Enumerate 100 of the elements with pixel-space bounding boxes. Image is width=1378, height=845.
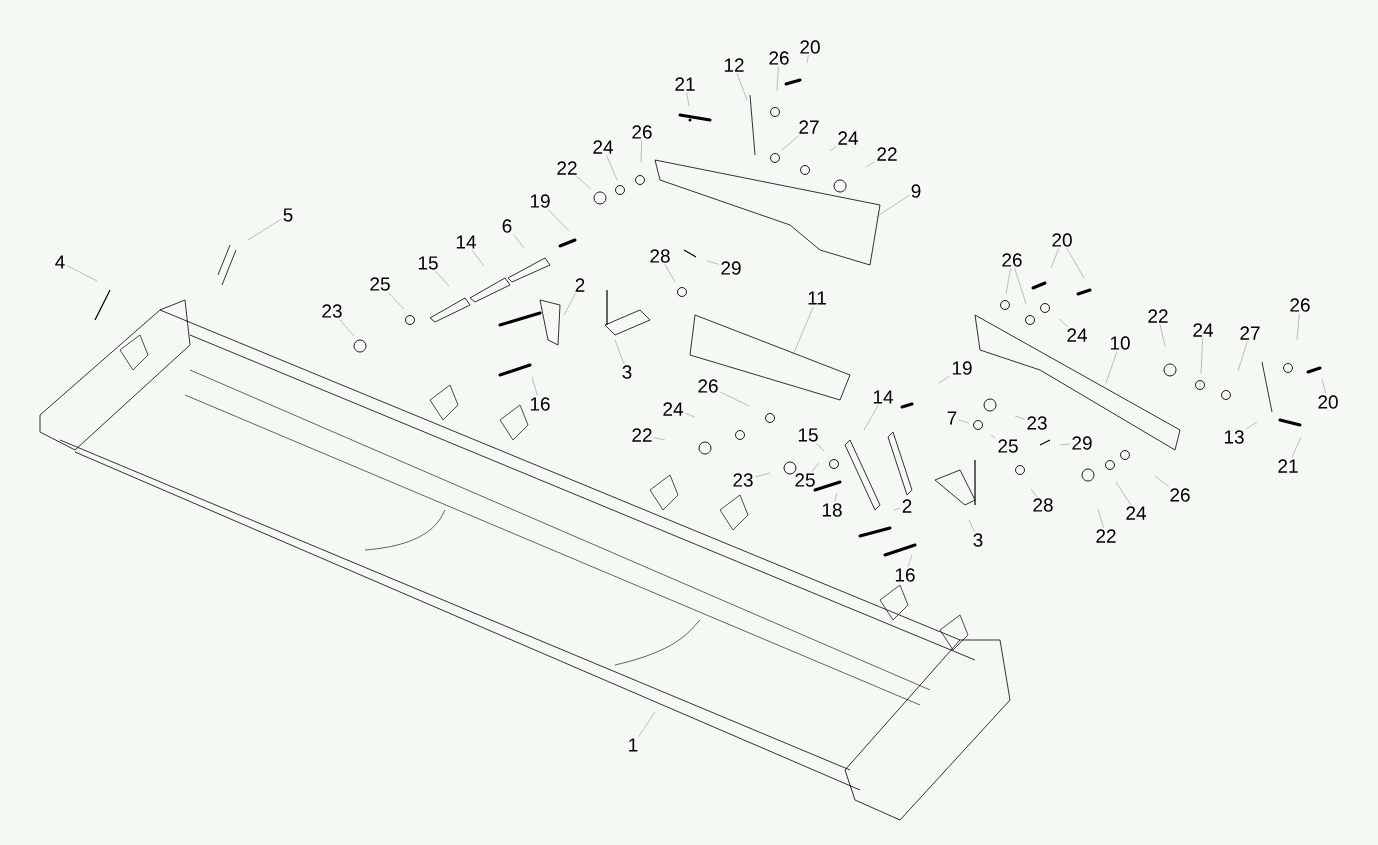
leader-line <box>1200 338 1203 375</box>
leader-line <box>1058 318 1068 327</box>
leader-line <box>685 413 696 418</box>
callout-number: 24 <box>1193 323 1213 337</box>
callout-number: 3 <box>973 533 983 547</box>
callout-number: 26 <box>1002 253 1022 267</box>
callout-number: 16 <box>895 568 915 582</box>
callout-number: 14 <box>456 235 476 249</box>
callout-number: 29 <box>721 261 741 275</box>
callout-number: 23 <box>1027 416 1047 430</box>
leader-line <box>781 135 800 151</box>
callout-number: 1 <box>629 738 638 752</box>
leader-line <box>387 292 405 310</box>
leader-line <box>576 176 592 190</box>
callout-number: 21 <box>675 77 695 91</box>
callout-number: 26 <box>632 125 652 139</box>
leader-line <box>638 711 656 737</box>
callout-number: 2 <box>902 499 912 513</box>
leader-line <box>938 375 950 384</box>
callout-number: 16 <box>530 397 550 411</box>
leader-line <box>640 140 642 163</box>
leader-line <box>875 195 910 218</box>
callout-number: 26 <box>1290 298 1310 312</box>
leader-line <box>1050 248 1059 269</box>
callout-number: 2 <box>575 278 585 292</box>
leader-line <box>792 306 814 356</box>
leader-line <box>1291 436 1302 458</box>
leader-line <box>531 376 538 396</box>
leader-line <box>834 492 838 502</box>
leader-line <box>664 264 676 283</box>
callout-number: 20 <box>1052 233 1072 247</box>
leader-line <box>706 260 719 265</box>
leader-line <box>606 155 618 181</box>
callout-number: 22 <box>877 147 897 161</box>
callout-number: 11 <box>808 291 826 305</box>
leader-line <box>1246 421 1258 430</box>
callout-number: 24 <box>663 402 683 416</box>
leader-line <box>1097 508 1104 528</box>
callout-number: 19 <box>952 361 972 375</box>
leader-line <box>893 507 901 511</box>
leader-line <box>736 73 748 101</box>
leader-line <box>865 161 875 168</box>
callout-number: 6 <box>502 219 512 233</box>
callout-number: 24 <box>593 140 613 154</box>
callout-number: 20 <box>1318 395 1338 409</box>
leader-line <box>958 419 970 424</box>
leader-line <box>547 209 570 232</box>
leader-line <box>1115 481 1131 505</box>
callout-number: 26 <box>1170 488 1190 502</box>
leader-line <box>1321 378 1327 394</box>
callout-number: 25 <box>370 277 390 291</box>
callout-number: 23 <box>733 473 753 487</box>
leader-line <box>1066 248 1085 279</box>
callout-number: 19 <box>530 194 550 208</box>
leader-line <box>1105 351 1118 384</box>
callout-number: 5 <box>283 208 293 222</box>
callout-number: 25 <box>998 439 1018 453</box>
leader-line <box>990 434 996 439</box>
leader-line <box>1014 268 1027 305</box>
callout-number: 21 <box>1278 459 1298 473</box>
callout-number: 29 <box>1072 436 1092 450</box>
callout-number: 7 <box>947 411 957 425</box>
callout-number: 24 <box>838 131 858 145</box>
callout-number: 22 <box>1148 309 1168 323</box>
callout-number: 12 <box>724 58 744 72</box>
leader-line <box>339 319 355 337</box>
callout-number: 18 <box>822 503 842 517</box>
callout-number: 27 <box>1240 326 1260 340</box>
leader-line <box>66 265 98 282</box>
leader-line <box>614 339 625 364</box>
callout-number: 28 <box>1033 498 1053 512</box>
leader-line <box>755 472 771 478</box>
leader-line <box>513 234 525 249</box>
callout-number: 24 <box>1126 506 1146 520</box>
leader-line <box>1005 268 1011 295</box>
leader-line <box>1030 488 1037 497</box>
callout-number: 13 <box>1224 430 1244 444</box>
callout-number: 20 <box>800 40 820 54</box>
leader-line <box>247 219 282 241</box>
callout-number: 15 <box>798 428 818 442</box>
leader-line <box>1237 341 1248 372</box>
callout-number: 14 <box>873 390 893 404</box>
callout-number: 27 <box>799 120 819 134</box>
leader-line <box>686 92 690 107</box>
leader-line <box>1296 313 1300 341</box>
callout-number: 10 <box>1110 336 1130 350</box>
callout-number: 26 <box>698 379 718 393</box>
callout-number: 4 <box>55 255 65 269</box>
leader-line <box>471 250 485 267</box>
leader-line <box>811 462 820 472</box>
leader-line <box>968 519 975 532</box>
leader-line <box>863 405 879 431</box>
callout-number: 22 <box>632 428 652 442</box>
leader-line <box>720 391 750 407</box>
leader-line <box>1014 415 1025 420</box>
leader-line <box>1159 324 1166 347</box>
callout-number: 23 <box>322 304 342 318</box>
callout-number: 28 <box>650 249 670 263</box>
callout-number: 3 <box>622 365 632 379</box>
leader-line <box>1059 443 1070 446</box>
